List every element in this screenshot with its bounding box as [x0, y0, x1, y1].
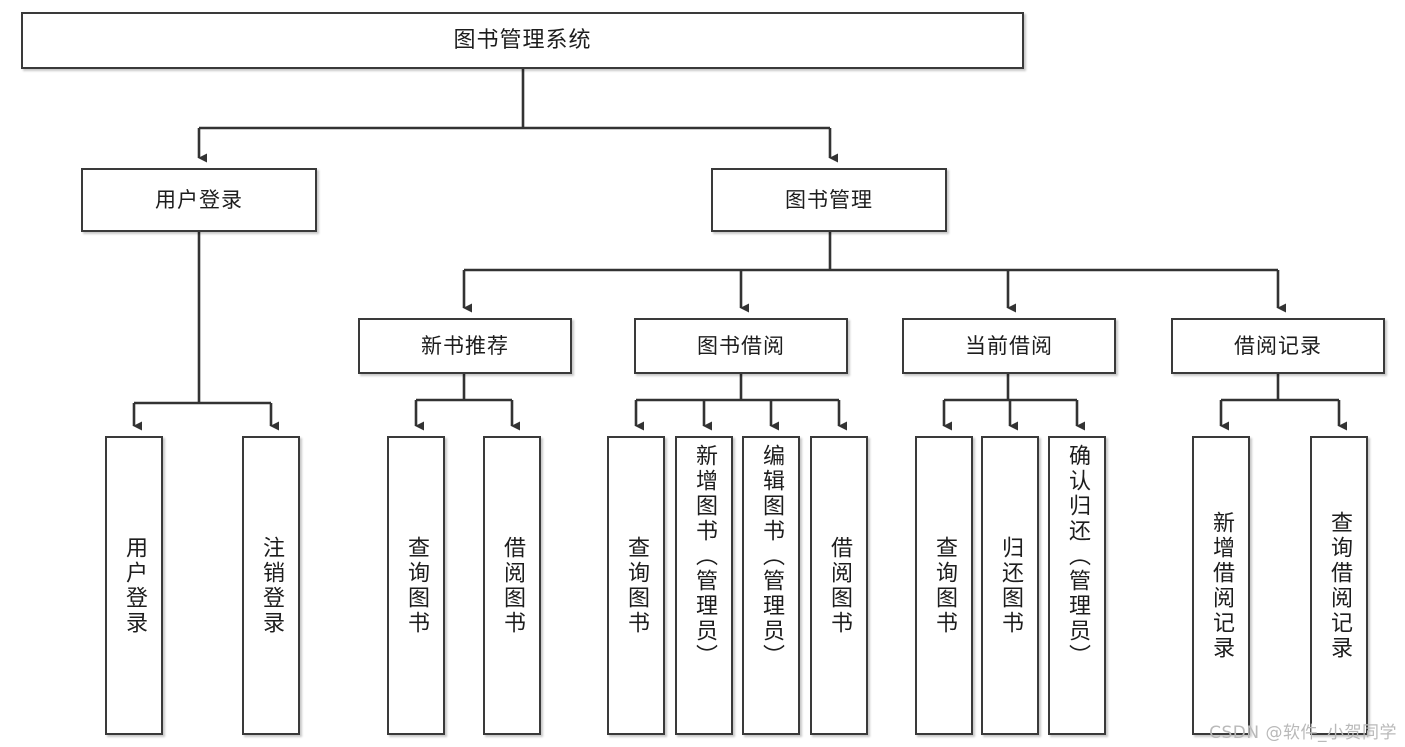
node-label: 借阅图书 — [827, 535, 852, 636]
node-label: 查询借阅记录 — [1327, 510, 1352, 661]
node-label: 查询图书 — [404, 535, 429, 636]
node-label: 图书管理 — [785, 187, 873, 212]
node-label: 图书借阅 — [697, 333, 785, 358]
node-new-book-recommend[interactable]: 新书推荐 — [358, 318, 572, 374]
watermark-text: CSDN @软件_小贺同学 — [1209, 723, 1397, 743]
node-borrow-record[interactable]: 借阅记录 — [1171, 318, 1385, 374]
node-label: 用户登录 — [155, 187, 243, 212]
leaf-book-borrow-edit-book-admin[interactable]: 编辑图书（管理员） — [742, 436, 800, 735]
leaf-book-borrow-add-book-admin[interactable]: 新增图书（管理员） — [675, 436, 733, 735]
leaf-new-book-borrow-book[interactable]: 借阅图书 — [483, 436, 541, 735]
node-label: 编辑图书（管理员） — [759, 444, 784, 669]
node-label: 确认归还（管理员） — [1065, 444, 1090, 669]
leaf-borrow-record-add-record[interactable]: 新增借阅记录 — [1192, 436, 1250, 735]
node-label: 用户登录 — [122, 535, 147, 636]
leaf-borrow-record-query-record[interactable]: 查询借阅记录 — [1310, 436, 1368, 735]
leaf-user-login-login[interactable]: 用户登录 — [105, 436, 163, 735]
leaf-current-borrow-confirm-return-admin[interactable]: 确认归还（管理员） — [1048, 436, 1106, 735]
node-book-management[interactable]: 图书管理 — [711, 168, 947, 232]
node-user-login[interactable]: 用户登录 — [81, 168, 317, 232]
node-label: 归还图书 — [998, 535, 1023, 636]
node-label: 借阅记录 — [1234, 333, 1322, 358]
node-label: 新书推荐 — [421, 333, 509, 358]
node-label: 新增借阅记录 — [1209, 510, 1234, 661]
leaf-book-borrow-query-book[interactable]: 查询图书 — [607, 436, 665, 735]
leaf-book-borrow-borrow-book[interactable]: 借阅图书 — [810, 436, 868, 735]
leaf-new-book-query-book[interactable]: 查询图书 — [387, 436, 445, 735]
leaf-current-borrow-return-book[interactable]: 归还图书 — [981, 436, 1039, 735]
leaf-current-borrow-query-book[interactable]: 查询图书 — [915, 436, 973, 735]
node-root-book-management-system[interactable]: 图书管理系统 — [21, 12, 1024, 69]
node-label: 查询图书 — [932, 535, 957, 636]
node-label: 图书管理系统 — [453, 27, 592, 53]
node-book-borrow[interactable]: 图书借阅 — [634, 318, 848, 374]
node-label: 当前借阅 — [965, 333, 1053, 358]
leaf-user-login-logout[interactable]: 注销登录 — [242, 436, 300, 735]
node-label: 注销登录 — [259, 535, 284, 636]
node-label: 借阅图书 — [500, 535, 525, 636]
node-label: 新增图书（管理员） — [692, 444, 717, 669]
node-label: 查询图书 — [624, 535, 649, 636]
node-current-borrow[interactable]: 当前借阅 — [902, 318, 1116, 374]
